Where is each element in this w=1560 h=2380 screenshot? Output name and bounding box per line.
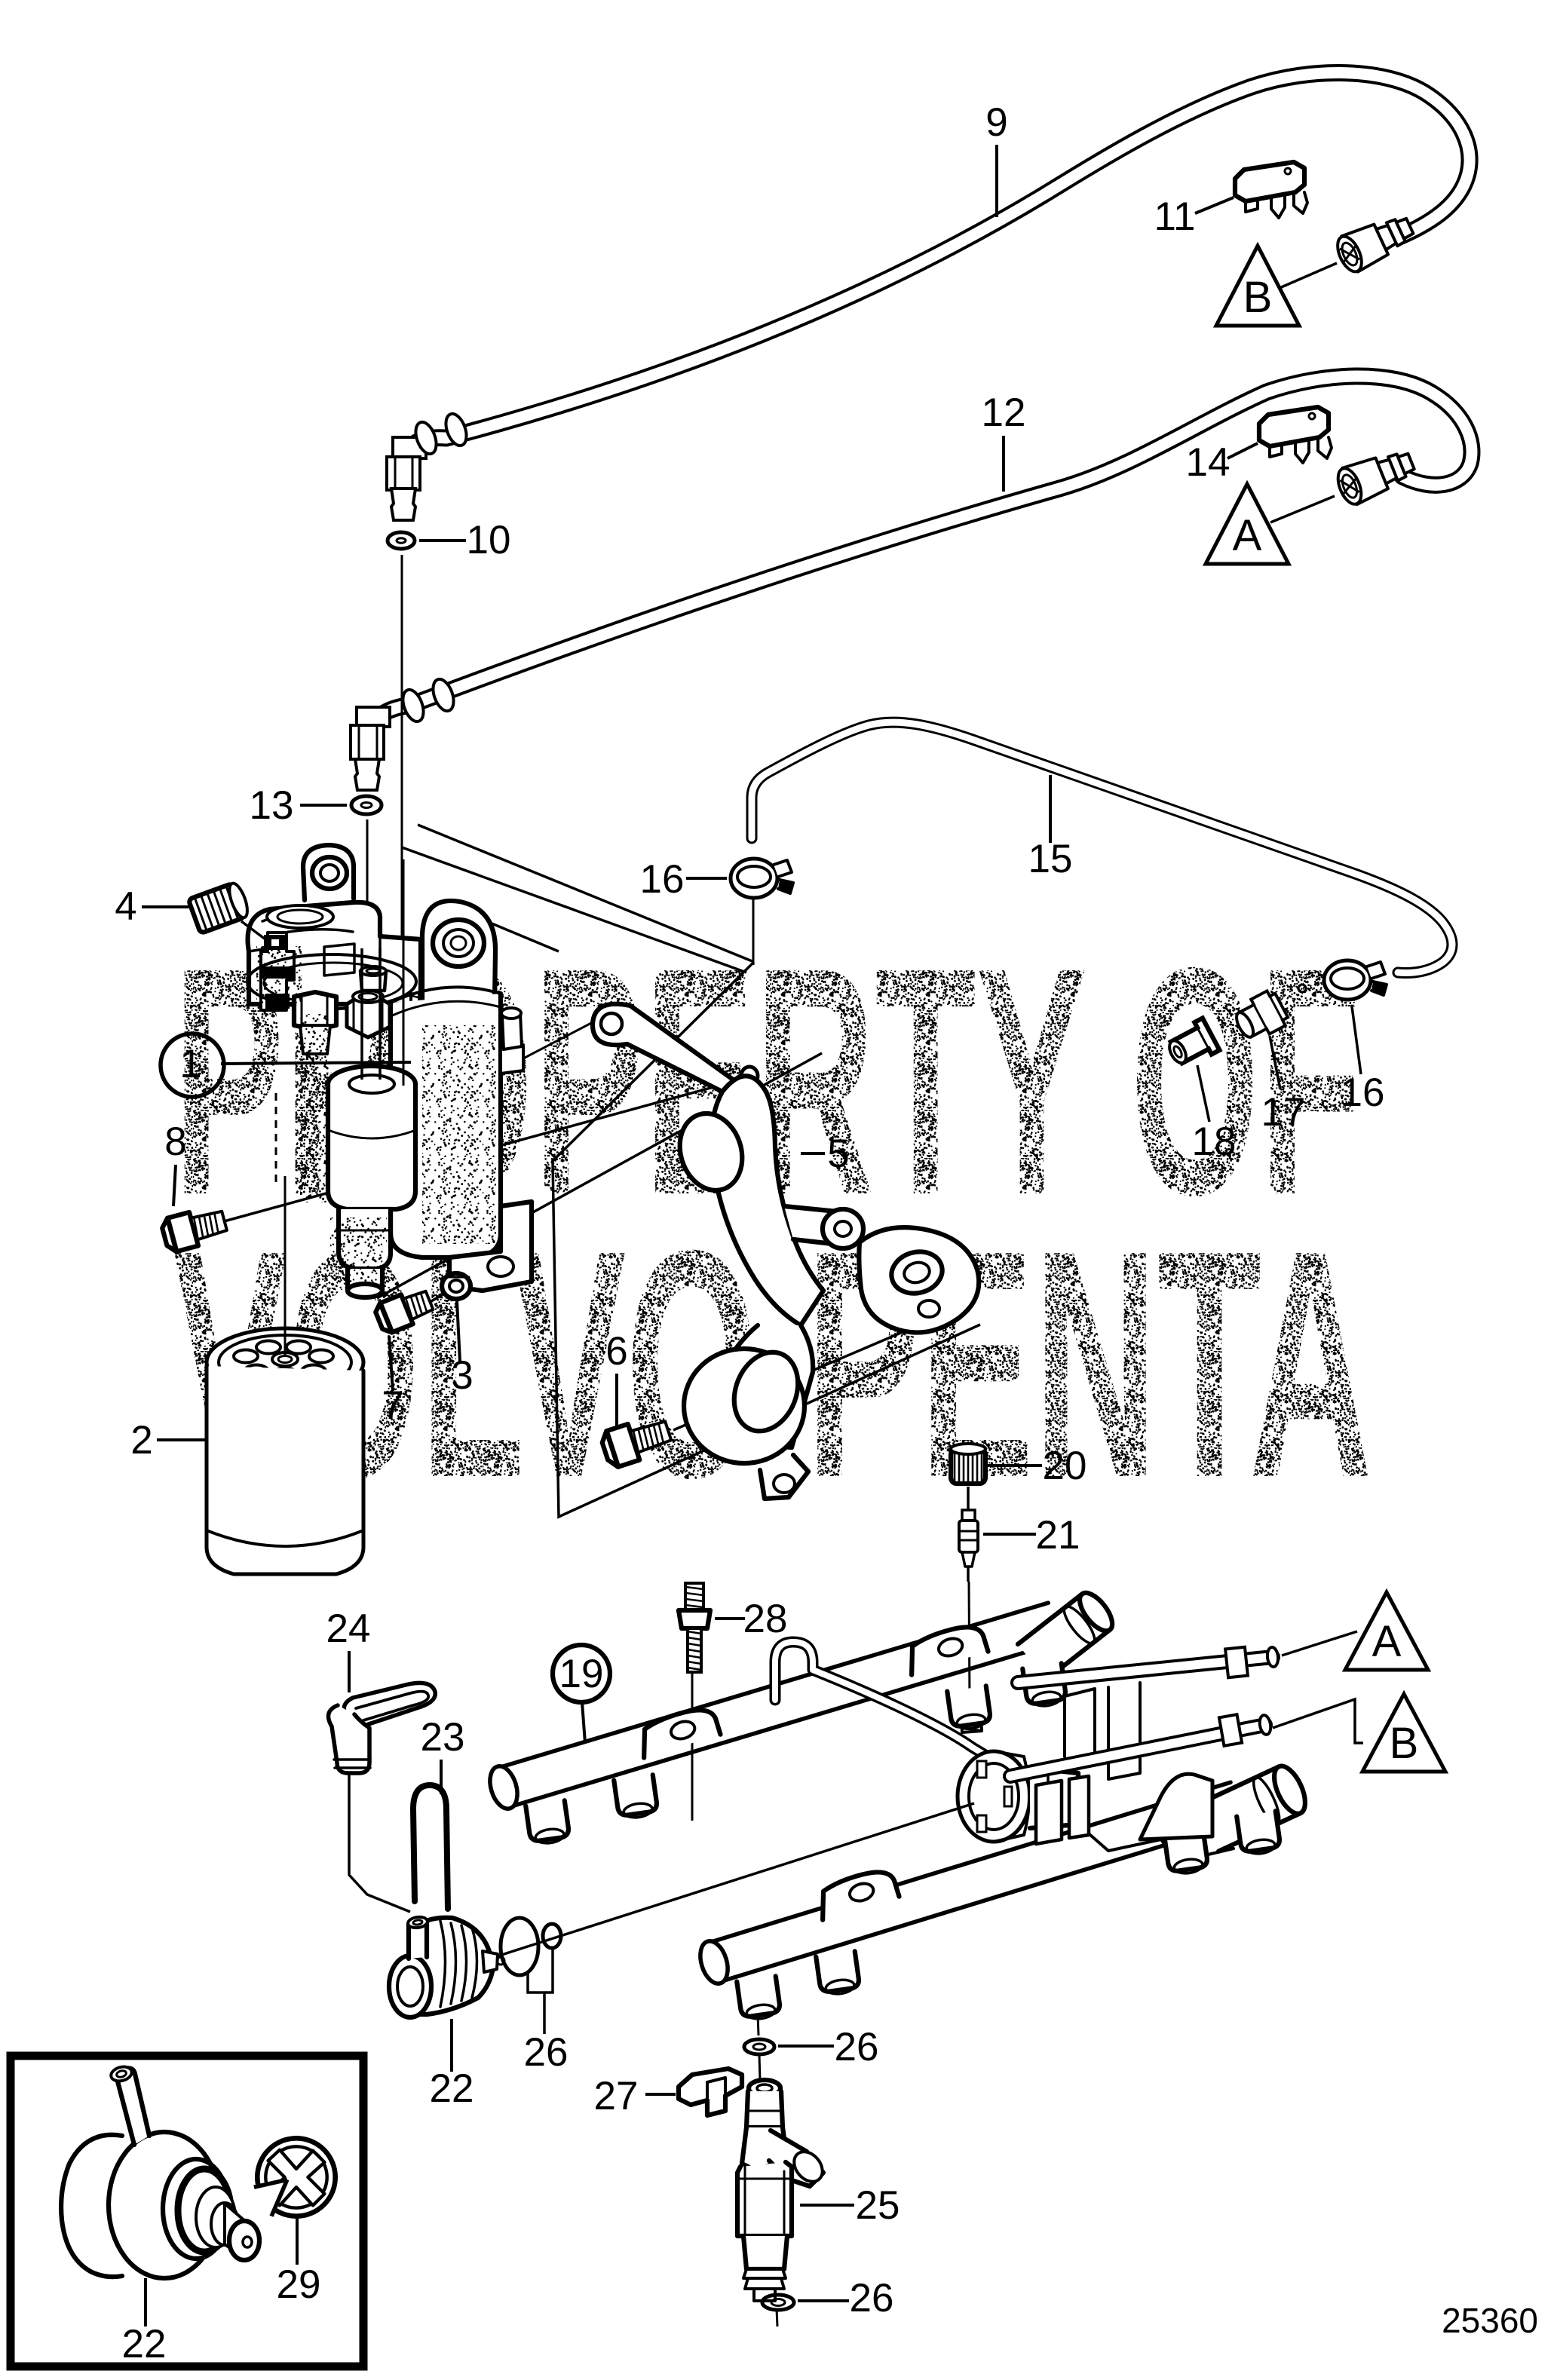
svg-text:10: 10 xyxy=(467,518,511,562)
svg-text:13: 13 xyxy=(250,783,294,828)
svg-text:16: 16 xyxy=(1341,1071,1385,1115)
svg-text:12: 12 xyxy=(982,391,1026,435)
svg-text:6: 6 xyxy=(605,1329,627,1374)
svg-text:25: 25 xyxy=(856,2183,900,2228)
svg-text:29: 29 xyxy=(277,2262,321,2307)
svg-text:11: 11 xyxy=(1154,195,1195,239)
svg-text:B: B xyxy=(1390,1719,1419,1768)
svg-text:18: 18 xyxy=(1192,1120,1237,1164)
svg-text:9: 9 xyxy=(985,100,1007,145)
svg-text:A: A xyxy=(1233,511,1262,560)
svg-text:21: 21 xyxy=(1036,1513,1080,1558)
svg-text:26: 26 xyxy=(524,2030,569,2075)
svg-text:16: 16 xyxy=(640,857,685,902)
svg-text:26: 26 xyxy=(850,2276,894,2320)
svg-text:8: 8 xyxy=(164,1120,186,1164)
svg-text:4: 4 xyxy=(115,884,136,929)
svg-text:19: 19 xyxy=(559,1652,604,1696)
svg-text:A: A xyxy=(1372,1617,1402,1666)
svg-text:14: 14 xyxy=(1186,440,1231,485)
svg-text:2: 2 xyxy=(130,1418,152,1463)
svg-text:24: 24 xyxy=(326,1607,371,1651)
svg-text:15: 15 xyxy=(1028,837,1073,881)
svg-text:28: 28 xyxy=(743,1597,788,1641)
svg-text:B: B xyxy=(1243,273,1273,322)
svg-text:23: 23 xyxy=(421,1715,465,1760)
svg-text:26: 26 xyxy=(835,2025,879,2069)
svg-text:22: 22 xyxy=(122,2322,167,2366)
svg-text:5: 5 xyxy=(827,1132,849,1176)
svg-text:27: 27 xyxy=(594,2074,639,2118)
svg-text:17: 17 xyxy=(1261,1090,1306,1135)
svg-text:3: 3 xyxy=(451,1353,473,1398)
svg-text:25360: 25360 xyxy=(1442,2301,1538,2340)
svg-text:1: 1 xyxy=(179,1042,201,1086)
svg-text:20: 20 xyxy=(1043,1444,1087,1488)
svg-text:22: 22 xyxy=(430,2066,474,2111)
